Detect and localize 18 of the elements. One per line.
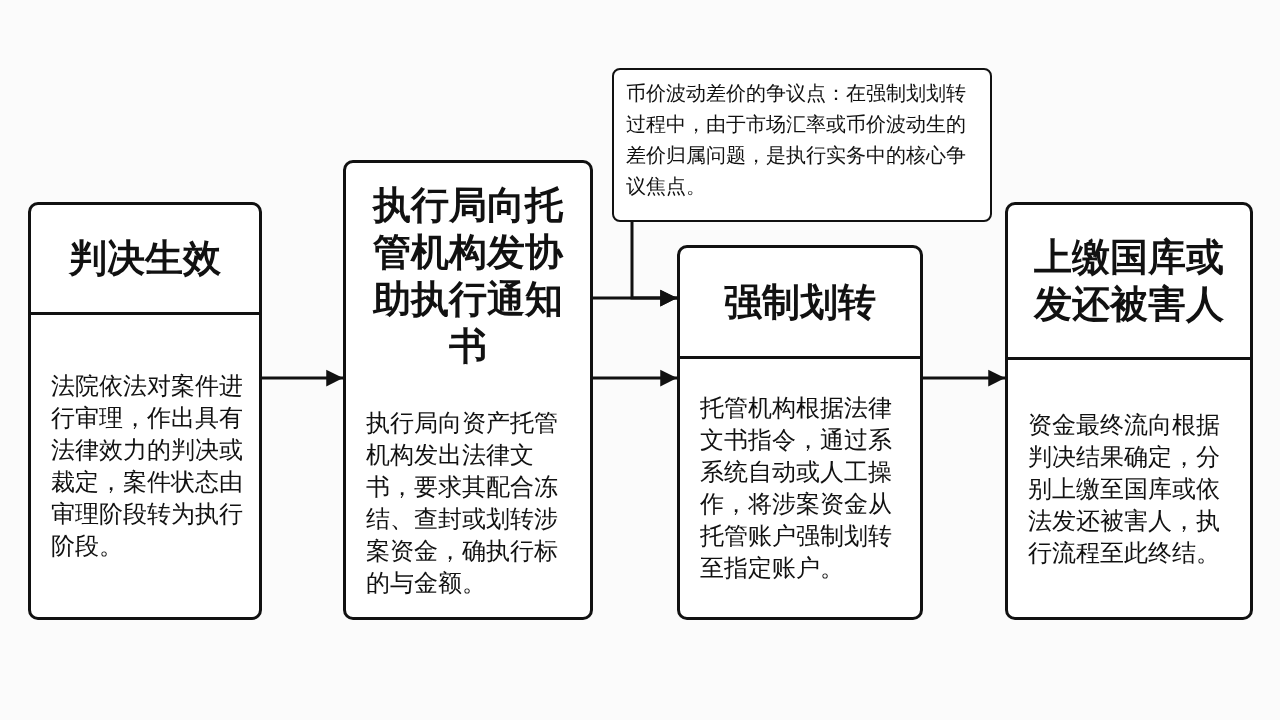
callout-text: 币价波动差价的争议点：在强制划划转过程中，由于市场汇率或币价波动生的差价归属问题，是执行实务中的核心争议焦点。	[626, 80, 967, 200]
box-text: 法院依法对案件进行审理，作出具有法律效力的判决或裁定，案件状态由审理阶段转为执行阶段。	[51, 371, 244, 562]
box-heading: 执行局向托管机构发协助执行通知书	[371, 181, 565, 370]
process-box	[677, 245, 923, 620]
box-text: 执行局向资产托管机构发出法律文书，要求其配合冻结、查封或划转涉案资金，确执行标的与金额。	[366, 407, 559, 599]
box-heading: 判决生效	[69, 235, 221, 282]
arrow	[262, 369, 344, 387]
box-heading: 强制划转	[724, 278, 876, 326]
arrow	[923, 369, 1006, 387]
box-text: 托管机构根据法律文书指令，通过系系统自动或人工操作，将涉案资金从托管账户强制划转至指定账户。	[700, 393, 893, 584]
process-box	[28, 202, 262, 620]
leader-line	[630, 222, 678, 307]
process-box	[1005, 202, 1253, 620]
box-text: 资金最终流向根据判决结果确定，分别上缴至国库或依法发还被害人，执行流程至此终结。	[1028, 409, 1221, 569]
process-box	[343, 160, 593, 620]
callout-box	[612, 68, 992, 222]
box-heading: 上缴国库或发还被害人	[1032, 234, 1225, 328]
arrow	[593, 369, 678, 387]
